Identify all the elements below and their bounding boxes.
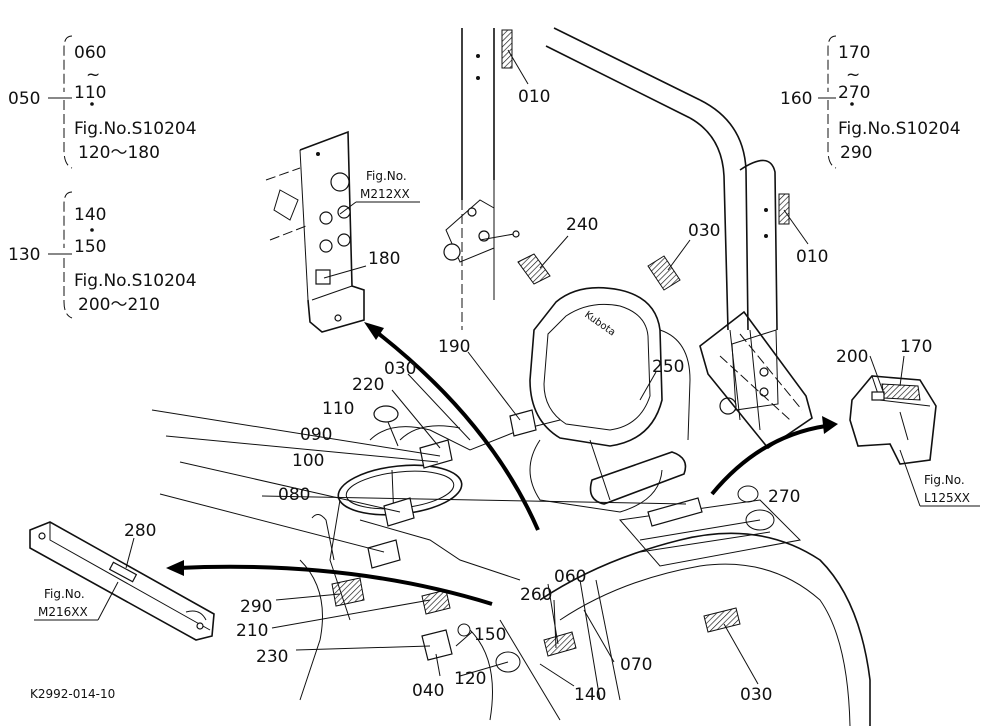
group-160-first: 170 xyxy=(838,43,870,63)
fig-ref-m216-line2: M216XX xyxy=(38,605,88,619)
callout-110: 110 xyxy=(322,399,354,419)
callout-080: 080 xyxy=(278,485,310,505)
callout-150: 150 xyxy=(474,625,506,645)
group-050-fig: Fig.No.S10204 xyxy=(74,119,197,139)
decal-290-area xyxy=(331,577,365,607)
decal-170 xyxy=(881,383,921,401)
callout-270: 270 xyxy=(768,487,800,507)
drawing-number: K2992-014-10 xyxy=(30,687,115,701)
group-130-first: 140 xyxy=(74,205,106,225)
group-130-fig: Fig.No.S10204 xyxy=(74,271,197,291)
group-130-ref: 130 xyxy=(8,245,40,265)
callout-200: 200 xyxy=(836,347,868,367)
callout-250: 250 xyxy=(652,357,684,377)
group-050-bracket: 050 060 ~ 110 Fig.No.S10204 120～180 xyxy=(8,35,197,169)
group-130-last: 150 xyxy=(74,237,106,257)
group-050-ref: 050 xyxy=(8,89,40,109)
callout-180: 180 xyxy=(368,249,400,269)
fig-ref-m212-line1: Fig.No. xyxy=(366,169,407,183)
callout-280: 280 xyxy=(124,521,156,541)
callout-100: 100 xyxy=(292,451,324,471)
group-130-range: 200～210 xyxy=(78,295,160,315)
group-160-last: 270 xyxy=(838,83,870,103)
group-050-tilde: ~ xyxy=(86,65,100,85)
callout-090: 090 xyxy=(300,425,332,445)
decal-030-fender xyxy=(703,607,741,633)
decal-010-right xyxy=(778,193,790,225)
callout-170: 170 xyxy=(900,337,932,357)
group-050-first: 060 xyxy=(74,43,106,63)
fender-right xyxy=(457,485,871,726)
group-160-ref: 160 xyxy=(780,89,812,109)
fig-ref-m216-line1: Fig.No. xyxy=(44,587,85,601)
fig-ref-l125-line2: L125XX xyxy=(924,491,970,505)
callout-210: 210 xyxy=(236,621,268,641)
callout-030-console: 030 xyxy=(384,359,416,379)
decal-210-area xyxy=(421,589,451,615)
callout-070: 070 xyxy=(620,655,652,675)
group-160-bracket: 160 170 ~ 270 Fig.No.S10204 290 xyxy=(780,35,961,169)
decal-230-area xyxy=(421,629,453,661)
callout-010-right: 010 xyxy=(796,247,828,267)
callout-060: 060 xyxy=(554,567,586,587)
group-130-bracket: 130 140 150 Fig.No.S10204 200～210 xyxy=(8,191,197,319)
decal-190-area xyxy=(509,409,537,437)
decal-010-top xyxy=(501,29,513,69)
callout-labels: 010 010 240 030 180 190 030 220 110 090 … xyxy=(124,87,932,705)
callout-290: 290 xyxy=(240,597,272,617)
seat-brand-logo: Kubota xyxy=(582,309,617,338)
callout-260: 260 xyxy=(520,585,552,605)
detail-cover-l125: Fig.No. L125XX xyxy=(849,375,980,507)
callout-010-top: 010 xyxy=(518,87,550,107)
fig-ref-m212-line2: M212XX xyxy=(360,187,410,201)
callout-040: 040 xyxy=(412,681,444,701)
callout-220: 220 xyxy=(352,375,384,395)
panel-270 xyxy=(647,497,703,527)
callout-140: 140 xyxy=(574,685,606,705)
group-160-range: 290 xyxy=(840,143,872,163)
decal-240 xyxy=(517,253,551,285)
fig-ref-l125-line1: Fig.No. xyxy=(924,473,965,487)
leader-lines xyxy=(125,49,905,687)
group-160-tilde: ~ xyxy=(846,65,860,85)
callout-240: 240 xyxy=(566,215,598,235)
callout-030-fender: 030 xyxy=(740,685,772,705)
rops-frame xyxy=(443,27,779,431)
detail-plate-m216: Fig.No. M216XX xyxy=(29,521,215,641)
group-160-fig: Fig.No.S10204 xyxy=(838,119,961,139)
decal-080-area xyxy=(367,539,401,569)
callout-230: 230 xyxy=(256,647,288,667)
operator-seat: Kubota xyxy=(529,286,691,513)
decal-060-area xyxy=(543,631,577,657)
decal-030-seat xyxy=(647,255,681,291)
callout-120: 120 xyxy=(454,669,486,689)
detail-bracket-m212: Fig.No. M212XX xyxy=(265,130,420,333)
seat-pocket xyxy=(699,310,813,450)
callout-arrows xyxy=(166,322,838,606)
group-050-last: 110 xyxy=(74,83,106,103)
callout-030-seat: 030 xyxy=(688,221,720,241)
group-050-range: 120～180 xyxy=(78,143,160,163)
callout-190: 190 xyxy=(438,337,470,357)
